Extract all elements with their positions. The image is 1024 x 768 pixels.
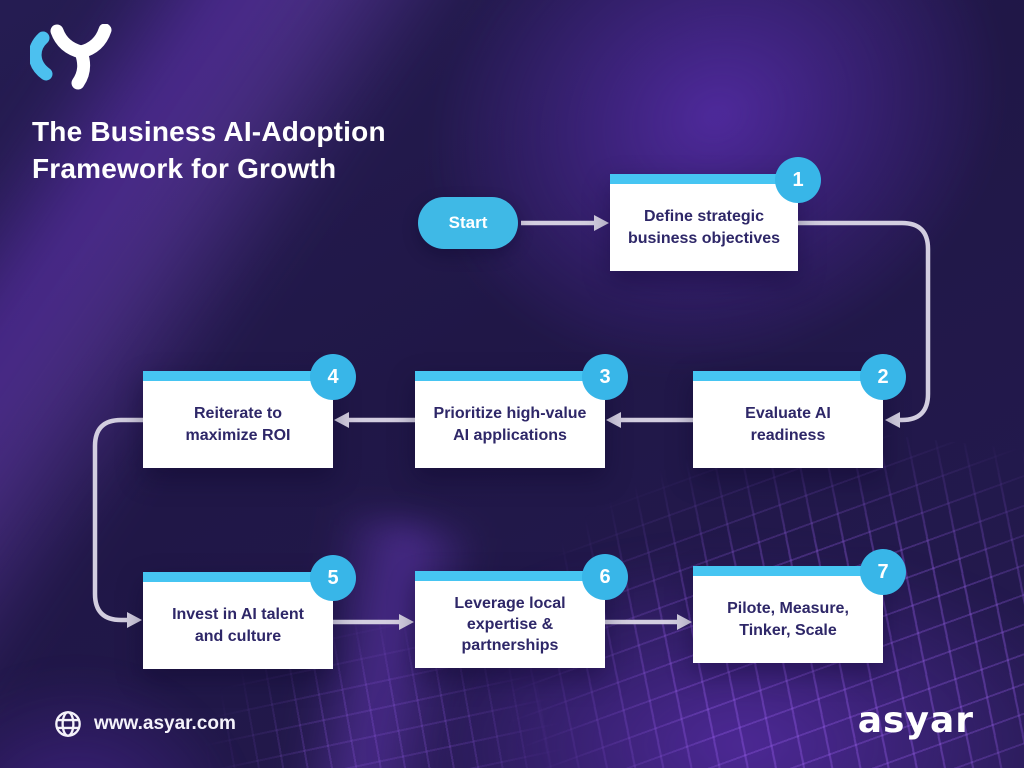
step-label: Pilote, Measure, Tinker, Scale: [727, 600, 849, 639]
card-top-bar: [693, 371, 883, 381]
start-node: Start: [418, 197, 518, 249]
step-card-1: 1 Define strategic business objectives: [610, 157, 821, 271]
step-label: Reiterate to maximize ROI: [185, 405, 291, 444]
step-card-2: 2 Evaluate AI readiness: [693, 354, 906, 468]
asyar-wordmark: asyar: [857, 700, 974, 741]
step-label: Leverage local expertise & partnerships: [454, 594, 566, 655]
arrowhead-into-5: [127, 612, 142, 628]
arrowhead-into-6: [399, 614, 414, 630]
step-card-4: 4 Reiterate to maximize ROI: [143, 354, 356, 468]
step-label: Define strategic business objectives: [627, 208, 781, 247]
website-url: www.asyar.com: [94, 713, 236, 734]
step-number-badge: 7: [860, 549, 906, 595]
step-label: Evaluate AI readiness: [745, 405, 831, 444]
step-number-badge: 5: [310, 555, 356, 601]
card-top-bar: [143, 572, 333, 582]
step-card-3: 3 Prioritize high-value AI applications: [415, 354, 628, 468]
step-number-badge: 6: [582, 554, 628, 600]
connector-1-to-2: [798, 220, 931, 423]
arrowhead-into-7: [677, 614, 692, 630]
card-top-bar: [693, 566, 883, 576]
card-top-bar: [610, 174, 798, 184]
step-card-5: 5 Invest in AI talent and culture: [143, 555, 356, 669]
card-top-bar: [415, 371, 605, 381]
step-number-badge: 1: [775, 157, 821, 203]
asyar-logo-icon: [30, 24, 112, 90]
card-top-bar: [143, 371, 333, 381]
step-number-badge: 3: [582, 354, 628, 400]
step-card-7: 7 Pilote, Measure, Tinker, Scale: [693, 549, 906, 663]
card-top-bar: [415, 571, 605, 581]
step-number-badge: 2: [860, 354, 906, 400]
arrowhead-into-2: [885, 412, 900, 428]
step-number-badge: 4: [310, 354, 356, 400]
arrowhead-into-3: [606, 412, 621, 428]
website-link: www.asyar.com: [54, 708, 236, 740]
step-label: Invest in AI talent and culture: [172, 606, 304, 645]
step-label: Prioritize high-value AI applications: [433, 405, 587, 444]
start-label: Start: [448, 213, 488, 232]
globe-icon: [55, 711, 81, 737]
arrowhead-into-1: [594, 215, 609, 231]
arrowhead-into-4: [334, 412, 349, 428]
page-title: The Business AI-Adoption Framework for G…: [32, 116, 386, 184]
connector-4-to-5: [92, 417, 143, 623]
step-card-6: 6 Leverage local expertise & partnership…: [415, 554, 628, 668]
